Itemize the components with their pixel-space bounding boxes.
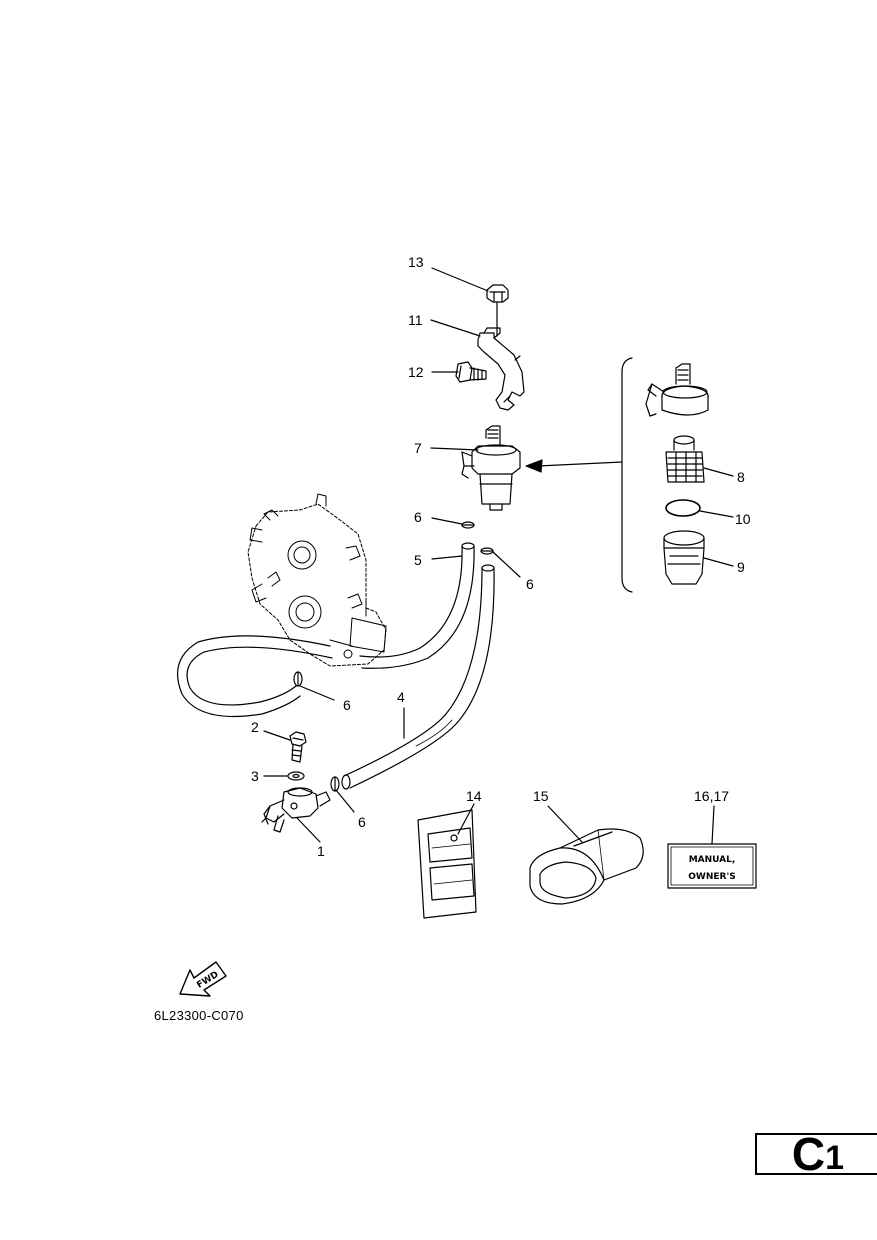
leader-10 (699, 510, 734, 518)
leader-13 (431, 267, 489, 292)
callout-14: 14 (466, 788, 482, 804)
hose-part-4 (341, 564, 495, 790)
fuel-filter-part-7 (461, 425, 521, 511)
callout-9: 9 (737, 559, 745, 575)
leader-11 (430, 319, 481, 337)
section-letter: C (791, 1128, 826, 1180)
label-sheet-part-14 (417, 809, 477, 919)
detail-arrow (525, 459, 623, 473)
leader-7 (430, 447, 479, 451)
leader-6c (299, 685, 335, 701)
callout-11: 11 (408, 312, 423, 328)
clip-part-6-b (480, 547, 494, 555)
clip-part-6-c (293, 671, 303, 687)
section-number: 1 (825, 1139, 845, 1177)
manual-label-line2: OWNER'S (688, 872, 735, 882)
drawing-code: 6L23300-C070 (154, 1008, 244, 1023)
callout-4: 4 (397, 689, 405, 705)
o-ring-part-10 (665, 499, 701, 517)
cover-part-15 (529, 828, 644, 905)
nut-part-13 (486, 284, 509, 303)
leader-2 (263, 730, 291, 741)
fuel-joint-part-1 (261, 787, 331, 833)
fwd-arrow-icon (179, 961, 227, 997)
callout-6: 6 (358, 814, 366, 830)
callout-6: 6 (414, 509, 422, 525)
callout-15: 15 (533, 788, 549, 804)
leader-5 (431, 555, 463, 560)
filter-head-detail (645, 363, 709, 417)
leader-14 (457, 803, 475, 835)
clip-part-6-a (461, 521, 475, 529)
leader-9 (703, 557, 734, 567)
leader-1 (296, 817, 321, 843)
callout-12: 12 (408, 364, 424, 380)
callout-7: 7 (414, 440, 422, 456)
filter-cup-part-9 (663, 530, 705, 585)
callout-6: 6 (343, 697, 351, 713)
hose-part-5 (176, 542, 475, 717)
leader-6d (335, 789, 355, 813)
bolt-part-12 (455, 361, 487, 383)
leader-8 (703, 467, 734, 477)
callout-6: 6 (526, 576, 534, 592)
callout-13: 13 (408, 254, 424, 270)
callout-1: 1 (317, 843, 325, 859)
leader-15 (547, 805, 583, 843)
callout-3: 3 (251, 768, 259, 784)
filter-element-part-8 (665, 435, 705, 483)
leader-6b (492, 551, 521, 578)
leader-16-17 (711, 805, 715, 845)
detail-bracket (621, 357, 633, 593)
clip-part-6-d (330, 776, 340, 792)
leader-6a (431, 517, 463, 525)
carburetor-body (247, 493, 387, 667)
callout-5: 5 (414, 552, 422, 568)
bracket-part-11 (477, 301, 525, 411)
callout-2: 2 (251, 719, 259, 735)
page-indicator: C 1 (755, 1128, 877, 1180)
callout-8: 8 (737, 469, 745, 485)
washer-part-3 (287, 771, 305, 781)
bolt-part-2 (289, 731, 307, 763)
callout-10: 10 (735, 511, 751, 527)
callout-16-17: 16,17 (694, 788, 729, 804)
manual-label-line1: MANUAL, (689, 855, 736, 865)
